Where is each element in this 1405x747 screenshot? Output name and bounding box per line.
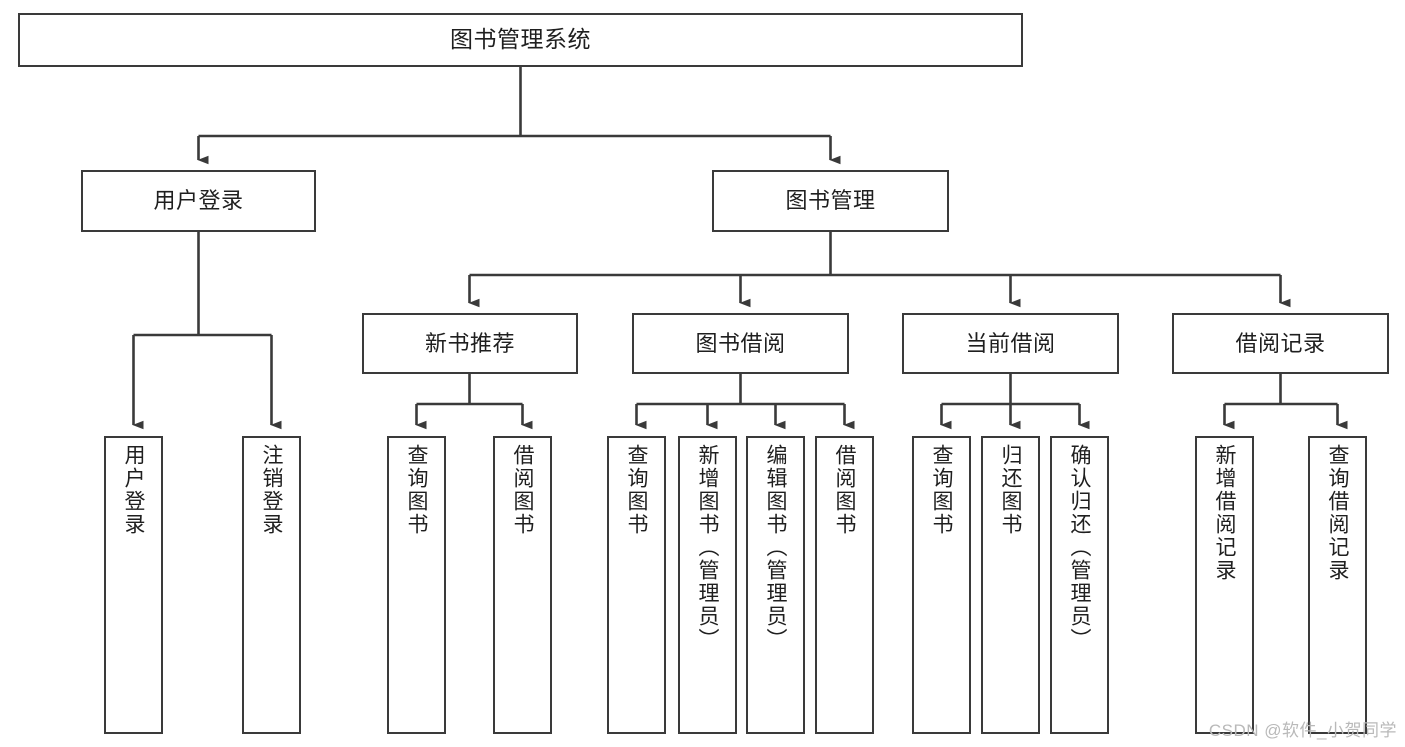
node-leaf-edit-book-admin-label: 编辑图书（管理员） (764, 444, 787, 651)
node-leaf-user-login[interactable]: 用户登录 (104, 436, 163, 734)
node-leaf-query-book-current[interactable]: 查询图书 (912, 436, 971, 734)
node-leaf-query-book-borrow[interactable]: 查询图书 (607, 436, 666, 734)
node-leaf-borrow-book-recommend[interactable]: 借阅图书 (493, 436, 552, 734)
node-leaf-query-book-borrow-label: 查询图书 (625, 444, 648, 536)
node-book-borrow-label: 图书借阅 (695, 330, 786, 356)
node-leaf-borrow-book[interactable]: 借阅图书 (815, 436, 874, 734)
node-leaf-borrow-book-recommend-label: 借阅图书 (511, 444, 534, 536)
node-leaf-confirm-return-admin[interactable]: 确认归还（管理员） (1050, 436, 1109, 734)
node-borrow-record-label: 借阅记录 (1235, 330, 1326, 356)
node-new-book-recommend-label: 新书推荐 (424, 330, 515, 356)
node-root-system[interactable]: 图书管理系统 (18, 13, 1023, 67)
node-leaf-borrow-book-label: 借阅图书 (833, 444, 856, 536)
node-leaf-query-borrow-record-label: 查询借阅记录 (1326, 444, 1349, 582)
node-leaf-confirm-return-admin-label: 确认归还（管理员） (1068, 444, 1091, 651)
node-leaf-logout-label: 注销登录 (260, 444, 283, 536)
node-leaf-add-book-admin[interactable]: 新增图书（管理员） (678, 436, 737, 734)
node-user-login[interactable]: 用户登录 (81, 170, 316, 232)
node-new-book-recommend[interactable]: 新书推荐 (362, 313, 578, 374)
node-current-borrow[interactable]: 当前借阅 (902, 313, 1119, 374)
node-leaf-add-borrow-record[interactable]: 新增借阅记录 (1195, 436, 1254, 734)
node-leaf-logout[interactable]: 注销登录 (242, 436, 301, 734)
node-leaf-add-borrow-record-label: 新增借阅记录 (1213, 444, 1236, 582)
node-book-borrow[interactable]: 图书借阅 (632, 313, 849, 374)
node-leaf-user-login-label: 用户登录 (122, 444, 145, 536)
node-book-management-label: 图书管理 (785, 188, 876, 214)
node-leaf-query-book-recommend-label: 查询图书 (405, 444, 428, 536)
csdn-watermark: CSDN @软件_小贺同学 (1208, 721, 1397, 740)
node-root-label: 图书管理系统 (450, 26, 591, 53)
node-borrow-record[interactable]: 借阅记录 (1172, 313, 1389, 374)
node-leaf-query-borrow-record[interactable]: 查询借阅记录 (1308, 436, 1367, 734)
node-user-login-label: 用户登录 (153, 188, 244, 214)
node-book-management[interactable]: 图书管理 (712, 170, 949, 232)
node-leaf-return-book-label: 归还图书 (999, 444, 1022, 536)
node-current-borrow-label: 当前借阅 (965, 330, 1056, 356)
node-leaf-query-book-recommend[interactable]: 查询图书 (387, 436, 446, 734)
node-leaf-edit-book-admin[interactable]: 编辑图书（管理员） (746, 436, 805, 734)
node-leaf-query-book-current-label: 查询图书 (930, 444, 953, 536)
node-leaf-add-book-admin-label: 新增图书（管理员） (696, 444, 719, 651)
node-leaf-return-book[interactable]: 归还图书 (981, 436, 1040, 734)
